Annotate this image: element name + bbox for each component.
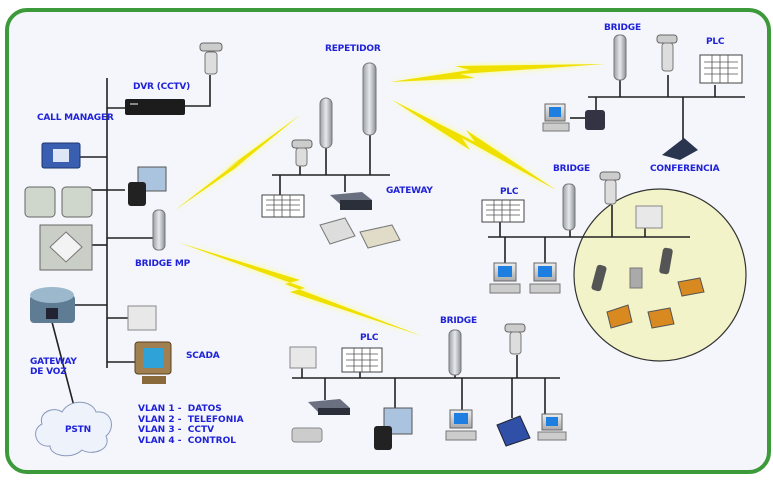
bridge-mp-antenna-icon [152,209,166,251]
video-phone-icon [374,407,413,450]
bridge-mp-label: BRIDGE MP [135,259,191,269]
mobile-phone-icon [591,247,673,292]
wireless-link-repetidor-bridge-top [390,64,605,82]
plc-top-label: PLC [706,37,725,47]
camera-icon [291,139,313,167]
vlan-1: VLAN 1 - DATOS [138,404,222,414]
access-point-icon [629,267,643,289]
pstn-label: PSTN [65,425,91,435]
dvr-label: DVR (CCTV) [133,82,191,92]
plc-mid-label: PLC [500,187,519,197]
conference-phone-icon [662,138,698,160]
printer-icon [127,305,157,331]
wireless-link-bridge-mp-repetidor [175,115,300,210]
plc-icon [341,347,383,373]
wireless-links [175,64,605,336]
computer-icon [542,103,570,132]
bridge-top-label: BRIDGE [604,23,641,33]
plc-bottom-label: PLC [360,333,379,343]
plc-icon [481,199,525,223]
scada-computer-icon [134,341,172,384]
repetidor-antenna-icon [362,62,377,136]
camera-icon [599,171,621,205]
wireless-link-repetidor-bridge-mid [392,100,556,190]
call-manager-label: CALL MANAGER [37,113,114,123]
ip-phone-icon [24,186,93,218]
computer-icon [489,262,521,294]
plc-icon [261,194,305,218]
switch-icon [39,224,93,271]
computer-icon [529,262,561,294]
bridge-mid-label: BRIDGE [553,164,590,174]
voice-gateway-router-icon [30,287,75,323]
bridge-antenna-icon [448,329,462,376]
computer-icon [537,413,567,441]
printer-icon [635,205,663,229]
network-device-icon [291,427,323,443]
call-manager-icon [41,142,81,169]
gateway-icon [330,192,372,210]
gateway-label: GATEWAY [386,186,433,196]
fax-icon [359,224,401,249]
vlan-legend: VLAN 1 - DATOS VLAN 2 - TELEFONIA VLAN 3… [138,404,244,446]
camera-icon [199,42,223,75]
telephone-icon [496,415,531,447]
computer-icon [445,409,477,441]
conferencia-label: CONFERENCIA [650,164,720,174]
gateway-voz-label-line1: GATEWAY [30,357,77,367]
camera-icon [504,323,526,355]
ip-phone-icon [585,110,605,130]
plc-icon [699,54,743,84]
video-phone-icon [128,166,167,206]
vlan-2: VLAN 2 - TELEFONIA [138,414,244,425]
modem-icon [308,399,350,415]
cabling [51,75,745,418]
gateway-voz-label-line2: DE VOZ [30,367,67,377]
vlan-4: VLAN 4 - CONTROL [138,435,236,446]
wireless-link-bridge-mp-bridge-bottom [180,243,422,336]
telephone-icon [319,217,356,245]
bridge-antenna-icon [562,183,576,231]
repetidor-label: REPETIDOR [325,44,381,54]
bridge-bottom-label: BRIDGE [440,316,477,326]
pstn-cloud-icon [35,401,112,457]
camera-icon [656,34,678,72]
vlan-3: VLAN 3 - CCTV [138,425,215,435]
laptop-icon [606,277,705,329]
dvr-icon [125,99,185,115]
scada-label: SCADA [186,351,220,361]
printer-icon [289,346,317,369]
antenna-icon [319,97,333,149]
bridge-antenna-icon [613,34,627,81]
